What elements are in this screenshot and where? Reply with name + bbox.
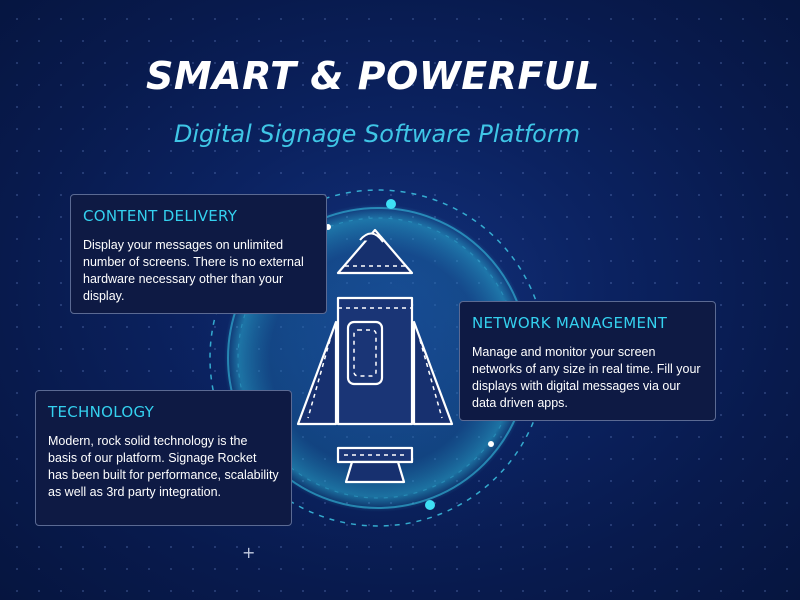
- rocket-nose-icon: [336, 228, 414, 275]
- orbit-dot: [488, 441, 494, 447]
- rocket-right-fin-icon: [412, 320, 454, 426]
- orbit-dot: [425, 500, 435, 510]
- content-delivery-body: Display your messages on unlimited numbe…: [83, 238, 304, 303]
- technology-card: TECHNOLOGY Modern, rock solid technology…: [35, 390, 292, 526]
- technology-heading: TECHNOLOGY: [48, 403, 155, 421]
- plus-icon: +: [242, 543, 256, 562]
- orbit-dot: [386, 199, 396, 209]
- rocket-exhaust-icon: [336, 446, 414, 484]
- content-delivery-card: CONTENT DELIVERY Display your messages o…: [70, 194, 327, 314]
- network-management-card: NETWORK MANAGEMENT Manage and monitor yo…: [459, 301, 716, 421]
- rocket-body-icon: [336, 296, 414, 426]
- rocket-left-fin-icon: [296, 320, 338, 426]
- page-subtitle: Digital Signage Software Platform: [173, 120, 581, 148]
- technology-body: Modern, rock solid technology is the bas…: [48, 434, 279, 499]
- network-management-body: Manage and monitor your screen networks …: [472, 345, 701, 410]
- network-management-heading: NETWORK MANAGEMENT: [472, 314, 668, 332]
- page-title: SMART & POWERFUL: [146, 54, 600, 98]
- content-delivery-heading: CONTENT DELIVERY: [83, 207, 238, 225]
